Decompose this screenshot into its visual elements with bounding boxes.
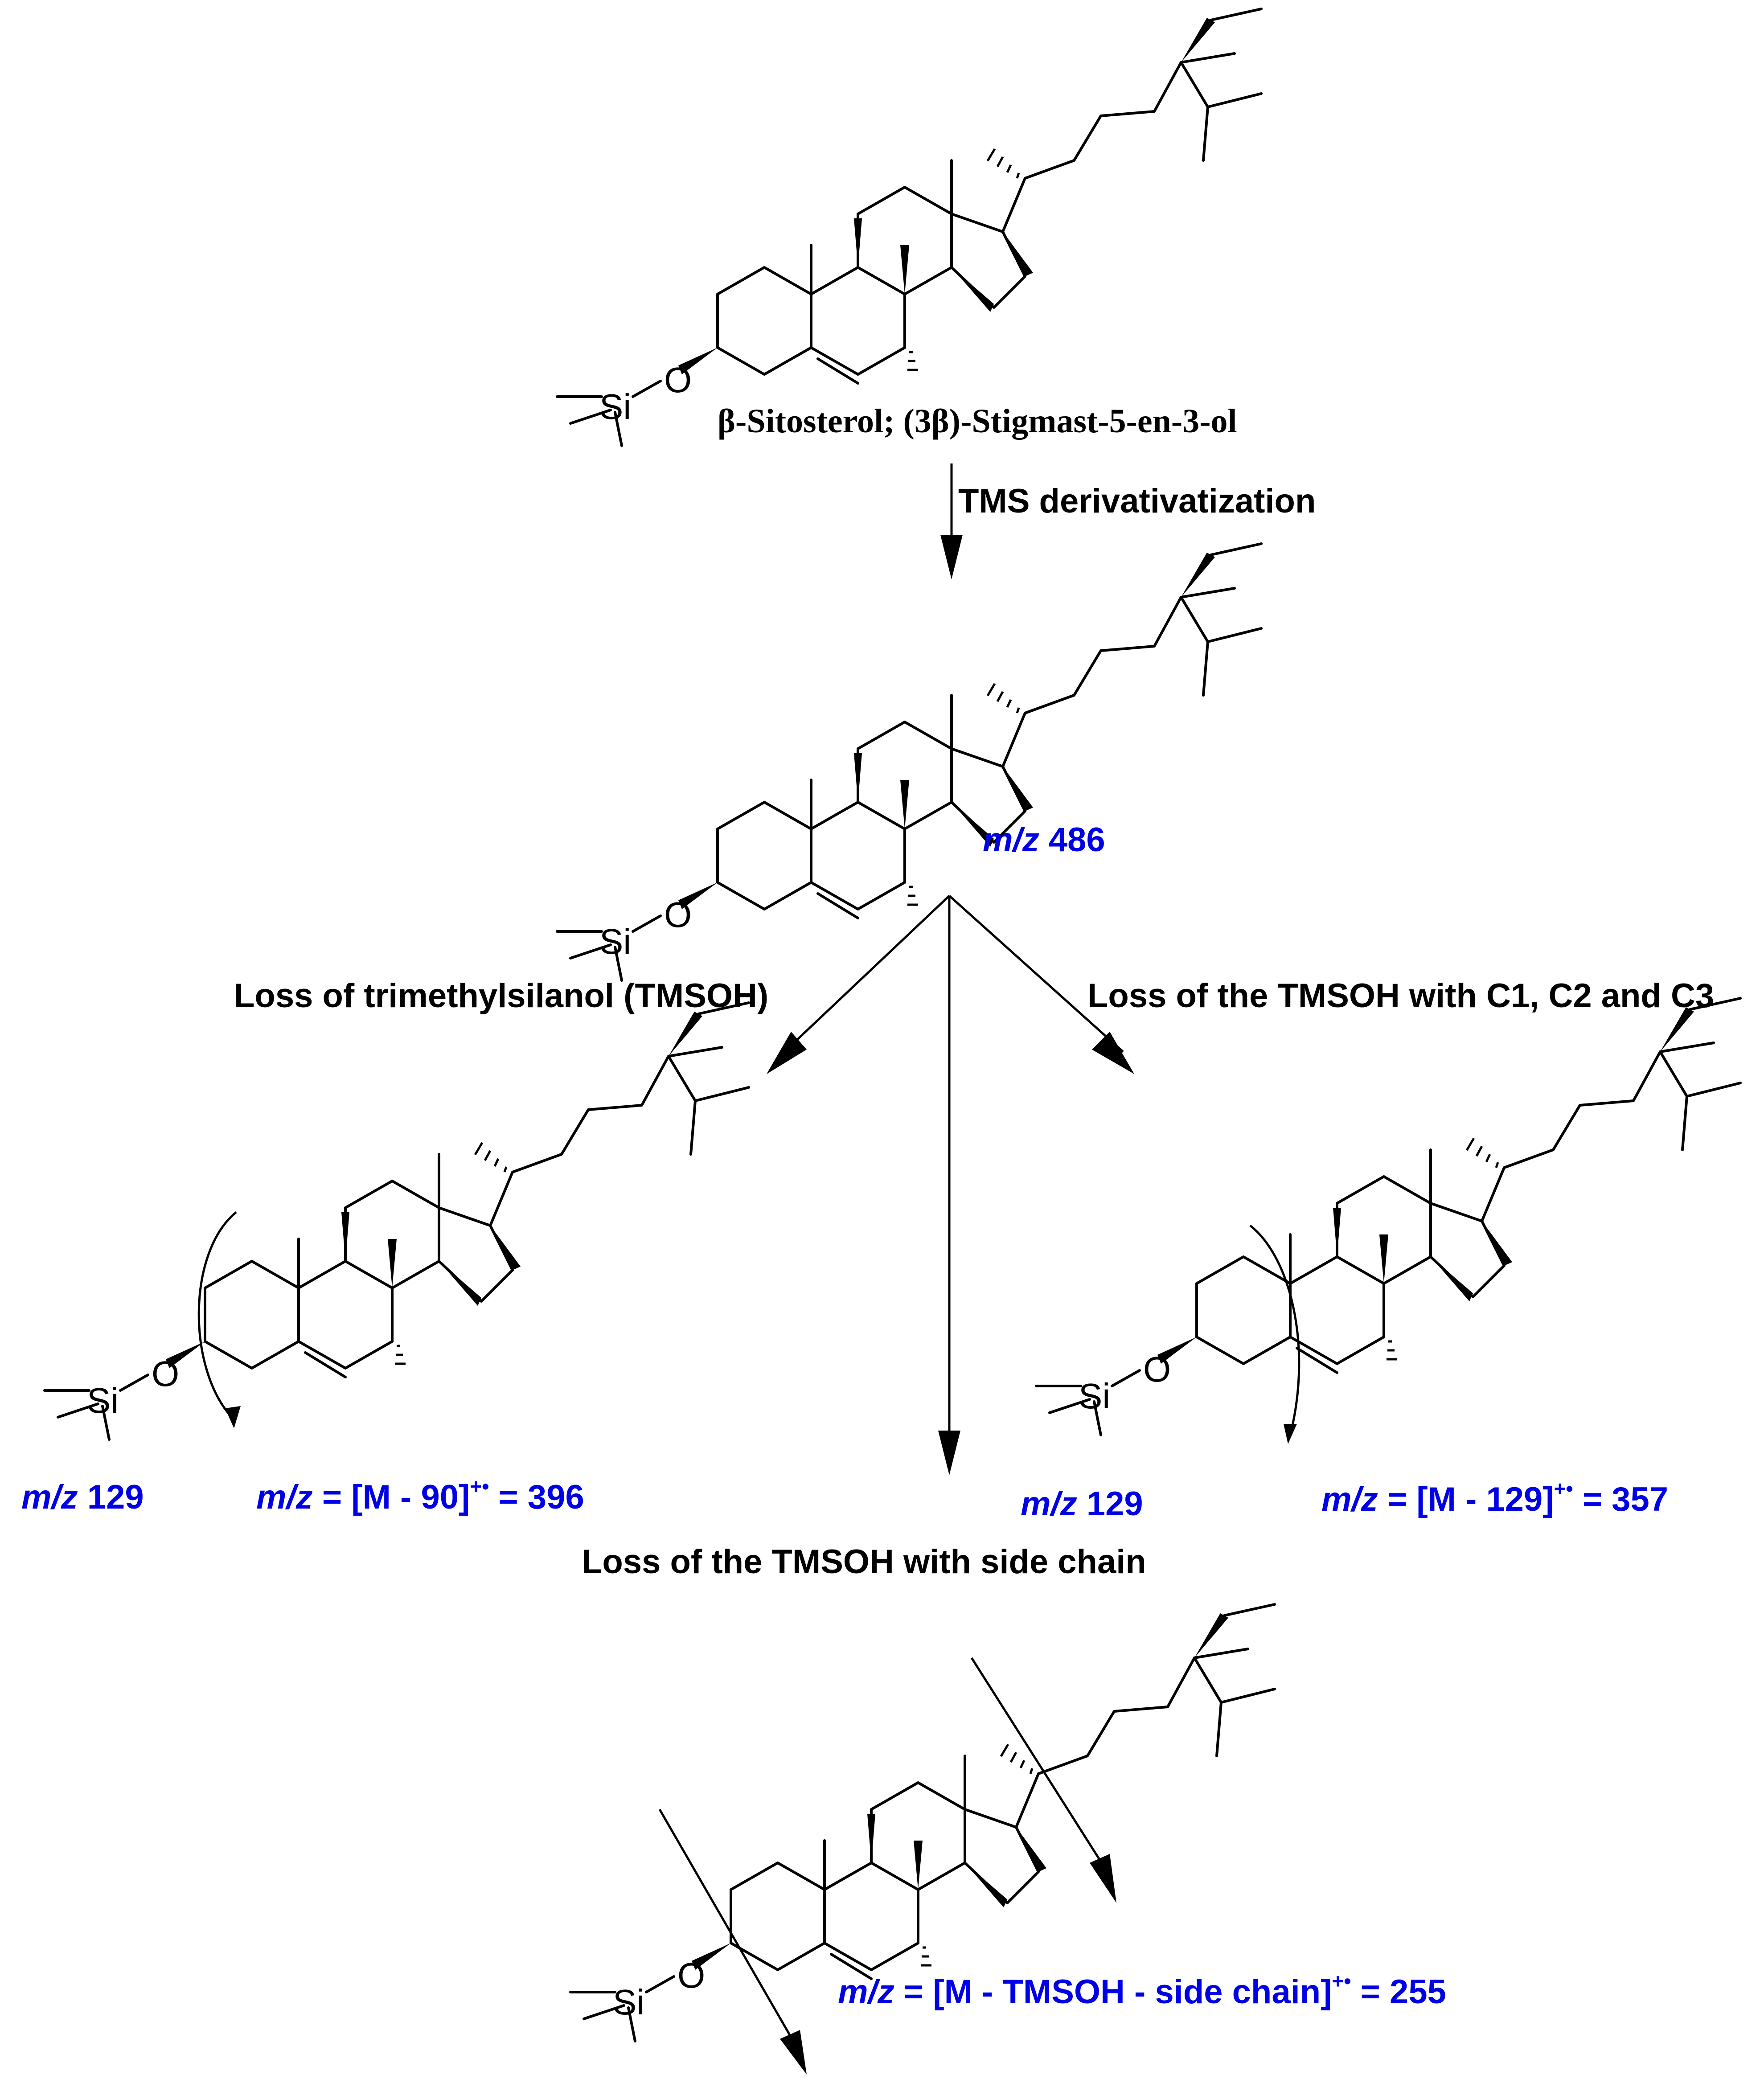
mz-129-right: m/z 129 xyxy=(1021,1485,1143,1523)
mz-255: m/z = [M - TMSOH - side chain]+• = 255 xyxy=(838,1969,1446,2011)
mz-396: m/z = [M - 90]+• = 396 xyxy=(256,1475,584,1516)
mz-357: m/z = [M - 129]+• = 357 xyxy=(1321,1477,1668,1518)
molecule-frag-357: O Si xyxy=(1036,998,1740,1444)
atom-si: Si xyxy=(599,387,631,426)
molecule-beta-sitosterol: O Si xyxy=(557,9,1261,446)
cleavage-arrow xyxy=(1249,1225,1300,1435)
cleavage-arrows-bottom xyxy=(658,1657,1116,2075)
cleavage-arrow xyxy=(197,1211,237,1418)
atom-o: O xyxy=(152,1354,179,1394)
step-loss-tmsoh: Loss of trimethylsilanol (TMSOH) xyxy=(234,977,768,1015)
atom-o: O xyxy=(677,1956,705,1995)
compound-name: β-Sitosterol; (3β)-Stigmast-5-en-3-ol xyxy=(718,402,1237,440)
mz-129-left: m/z 129 xyxy=(21,1478,144,1516)
atom-si: Si xyxy=(1079,1376,1110,1416)
atom-o: O xyxy=(664,895,692,935)
molecule-frag-396: O Si xyxy=(45,1003,749,1439)
molecule-frag-255: O Si xyxy=(570,1604,1275,2041)
molecule-tms-ether: O Si xyxy=(557,544,1261,980)
mz-parent: m/z 486 xyxy=(983,821,1105,859)
step-tms-derivatization: TMS derivativatization xyxy=(958,482,1316,520)
step-loss-c123: Loss of the TMSOH with C1, C2 and C3 xyxy=(1087,977,1714,1015)
atom-si: Si xyxy=(613,1982,644,2022)
atom-o: O xyxy=(664,360,692,400)
atom-si: Si xyxy=(599,922,631,961)
step-loss-side-chain: Loss of the TMSOH with side chain xyxy=(582,1543,1146,1581)
atom-si: Si xyxy=(87,1381,119,1420)
arrow-tms-derivatization xyxy=(940,463,963,579)
atom-o: O xyxy=(1143,1349,1171,1389)
branch-arrows xyxy=(767,895,1134,1475)
